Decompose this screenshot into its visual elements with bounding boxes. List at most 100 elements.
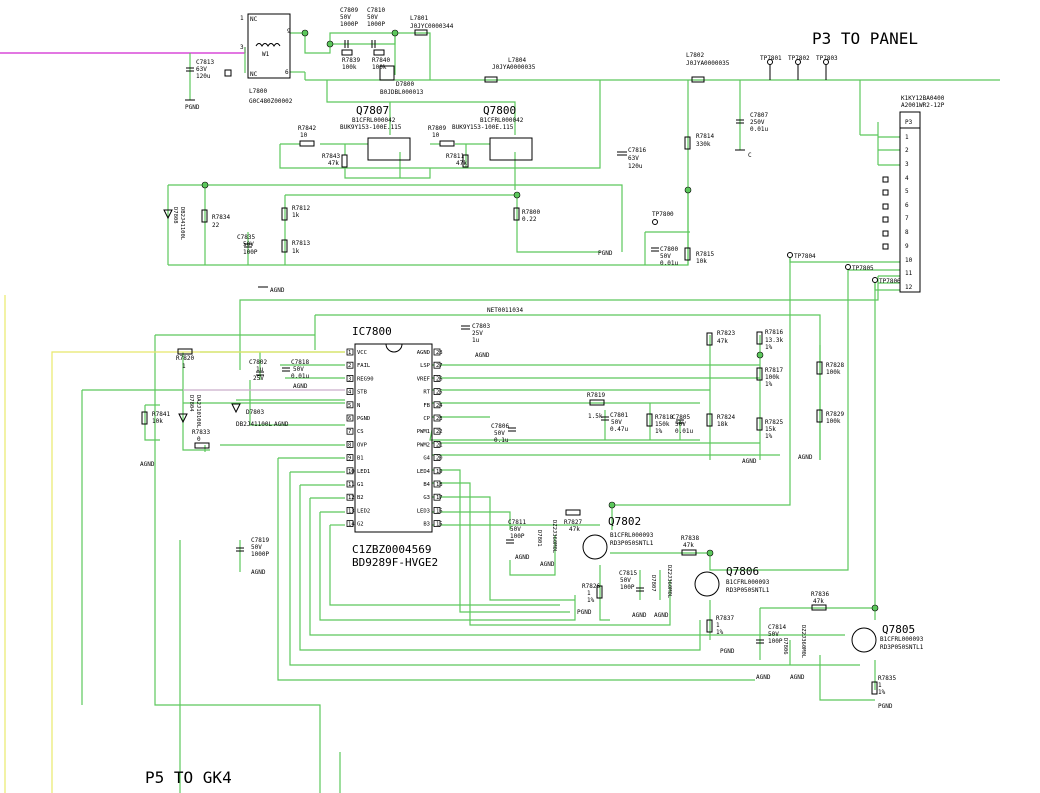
svg-text:1%: 1%: [878, 689, 886, 696]
svg-text:R7820: R7820: [176, 355, 194, 362]
ic-pin-name: LED3: [417, 508, 430, 514]
l7800-nc2: NC: [250, 71, 258, 78]
svg-text:D7804: D7804: [188, 395, 194, 412]
svg-text:1%: 1%: [765, 381, 773, 388]
svg-text:C7803: C7803: [472, 323, 490, 330]
svg-text:B1CFRL000042: B1CFRL000042: [352, 117, 396, 124]
ic-pin-name: RT: [423, 390, 430, 396]
ic-pin-16: [433, 506, 441, 514]
ic-pin-num: 2: [348, 363, 351, 369]
ic-pin-14: [346, 520, 354, 527]
ic-pin-3: [346, 374, 354, 382]
svg-text:BUK9Y153-100E.115: BUK9Y153-100E.115: [340, 124, 402, 131]
ic-pin-19: [433, 467, 441, 475]
svg-text:DA2J10100L: DA2J10100L: [195, 395, 201, 429]
svg-text:R7814: R7814: [696, 133, 714, 140]
svg-text:1k: 1k: [292, 212, 300, 219]
svg-text:R7824: R7824: [717, 414, 735, 421]
svg-text:120u: 120u: [196, 73, 211, 80]
svg-text:DZ2J360M0L: DZ2J360M0L: [800, 625, 806, 659]
ic-pin-num: 13: [348, 508, 355, 514]
svg-text:R7800: R7800: [522, 209, 540, 216]
ic-pin-num: 23: [436, 416, 443, 422]
ic-pin-num: 18: [436, 482, 443, 488]
svg-text:3: 3: [240, 44, 244, 51]
svg-text:47k: 47k: [569, 526, 580, 533]
svg-text:C7802: C7802: [249, 359, 267, 366]
svg-text:100k: 100k: [342, 64, 357, 71]
ic-pin-name: PGND: [357, 416, 370, 422]
svg-text:C7813: C7813: [196, 59, 214, 66]
svg-text:C7805: C7805: [672, 414, 690, 421]
svg-text:R7842: R7842: [298, 125, 316, 132]
svg-text:50V: 50V: [620, 577, 631, 584]
svg-text:50V: 50V: [340, 14, 351, 21]
ic-pin-26: [433, 374, 441, 382]
ic-pin-name: B4: [423, 482, 430, 488]
svg-text:RD3P050SNTL1: RD3P050SNTL1: [610, 540, 654, 547]
ic-pin-num: 10: [348, 469, 355, 475]
ic-pin-num: 1: [348, 350, 351, 356]
svg-text:R7815: R7815: [696, 251, 714, 258]
ic-pin-num: 4: [348, 390, 352, 396]
ic-pin-name: N: [357, 403, 360, 409]
ic-pin-name: LSP: [420, 363, 431, 369]
l7800-nc1: NC: [250, 16, 258, 23]
svg-text:10k: 10k: [152, 418, 163, 425]
svg-text:R7843: R7843: [322, 153, 340, 160]
ic-pin-num: 26: [436, 376, 443, 382]
svg-text:NET0011034: NET0011034: [487, 307, 524, 314]
svg-text:9: 9: [905, 243, 909, 250]
ic-part-1: C1ZBZ0004569: [352, 543, 431, 556]
svg-text:10: 10: [432, 132, 440, 139]
svg-text:R7833: R7833: [192, 429, 210, 436]
ic-pin-17: [433, 493, 441, 501]
svg-text:1: 1: [240, 15, 244, 22]
svg-text:TP7806: TP7806: [879, 278, 901, 285]
svg-text:10k: 10k: [696, 258, 707, 265]
svg-text:8: 8: [905, 229, 909, 236]
svg-text:2: 2: [905, 147, 909, 154]
svg-text:BUK9Y153-100E.115: BUK9Y153-100E.115: [452, 124, 514, 131]
svg-text:Q7806: Q7806: [726, 565, 759, 578]
svg-text:L7802: L7802: [686, 52, 704, 59]
svg-text:9: 9: [287, 28, 291, 35]
svg-text:AGND: AGND: [742, 458, 757, 465]
svg-text:120u: 120u: [628, 163, 643, 170]
svg-text:0.01u: 0.01u: [291, 373, 309, 380]
ic-right-pins: 28AGND27LSP26VREF25RT24FB23CP22PWM121PWM…: [417, 348, 443, 528]
ic-pin-name: AGND: [417, 350, 430, 356]
svg-text:47k: 47k: [813, 598, 824, 605]
svg-text:Q7802: Q7802: [608, 515, 641, 528]
ic-pin-20: [433, 454, 441, 462]
svg-text:6: 6: [285, 69, 289, 76]
svg-text:C7816: C7816: [628, 147, 646, 154]
ic-pin-name: CS: [357, 429, 364, 435]
ic-pin-name: B3: [423, 522, 430, 528]
ic-pin-12: [346, 493, 354, 501]
ic-pin-24: [433, 401, 441, 409]
svg-text:R7825: R7825: [765, 419, 783, 426]
ic-pin-name: G4: [423, 456, 430, 462]
svg-text:C7819: C7819: [251, 537, 269, 544]
svg-text:63V: 63V: [196, 66, 207, 73]
svg-text:L7801: L7801: [410, 15, 428, 22]
ic-pin-6: [346, 414, 354, 422]
svg-text:C7818: C7818: [291, 359, 309, 366]
ic-pin-num: 12: [348, 495, 355, 501]
svg-text:25V: 25V: [472, 330, 483, 337]
svg-text:50V: 50V: [675, 421, 686, 428]
svg-text:R7840: R7840: [372, 57, 390, 64]
svg-text:AGND: AGND: [798, 454, 813, 461]
svg-text:AGND: AGND: [632, 612, 647, 619]
svg-text:C7811: C7811: [508, 519, 526, 526]
svg-text:1%: 1%: [655, 428, 663, 435]
svg-text:R7826: R7826: [582, 583, 600, 590]
svg-text:R7837: R7837: [716, 615, 734, 622]
svg-text:0: 0: [197, 436, 201, 443]
svg-text:R7816: R7816: [765, 329, 783, 336]
svg-text:50V: 50V: [494, 430, 505, 437]
component-labels: C7809 50V 1000P C7810 50V 1000P L7801 J0…: [140, 7, 945, 710]
ic-pin-name: OVP: [357, 442, 368, 448]
